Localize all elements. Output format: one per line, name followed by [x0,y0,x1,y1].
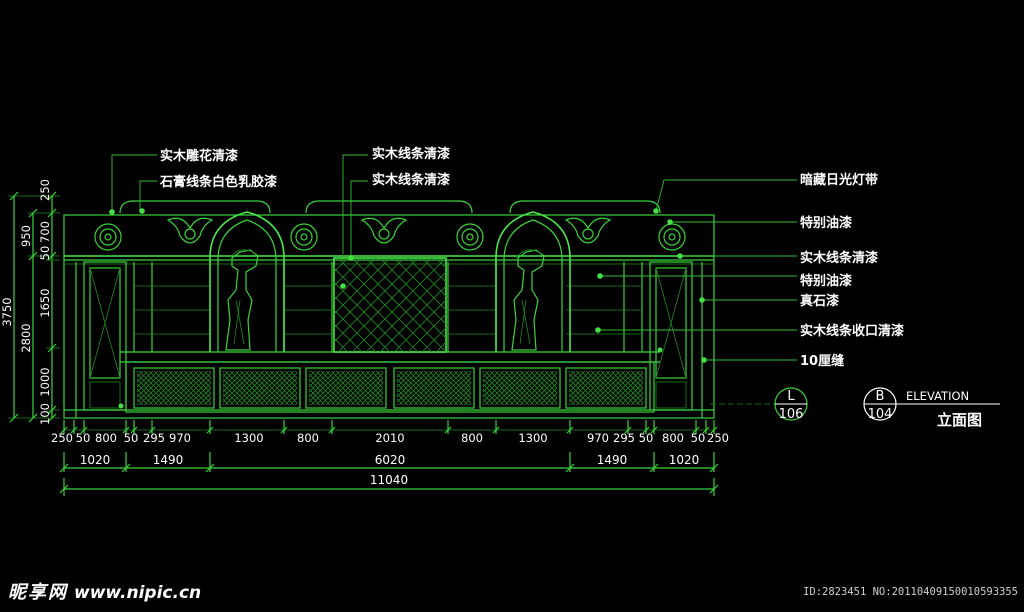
vdim-700: 700 [38,221,52,243]
frieze-ornaments [94,217,686,251]
dim-row1-label: 970 [587,431,609,445]
vdim-1000: 1000 [38,367,52,396]
center-lattice-panel [333,257,447,353]
cabinet-panel [565,367,647,409]
label-wood-strip-2: 实木线条清漆 [372,172,450,188]
dim-row1-label: 800 [461,431,483,445]
vdim-100: 100 [38,403,52,425]
vdim-2800: 2800 [19,323,33,352]
label-plaster-molding: 石膏线条白色乳胶漆 [159,174,277,190]
dim-row1-label: 250 [51,431,73,445]
arched-niche-right [495,211,571,352]
dim-row2-label: 1020 [669,453,700,467]
vdim-50: 50 [38,246,52,261]
annotation-labels: 实木雕花清漆 石膏线条白色乳胶漆 实木线条清漆 实木线条清漆 暗藏日光灯带 特别… [159,146,904,369]
label-edge-strip: 实木线条收口清漆 [800,323,904,339]
dim-row1-label: 800 [95,431,117,445]
cabinet-panel [393,367,475,409]
dim-row2-label: 1490 [153,453,184,467]
label-wood-strip-3: 实木线条清漆 [800,250,878,266]
leader-lines [109,154,797,409]
lower-cabinet-panels [125,361,655,413]
cabinet-panel [305,367,387,409]
elevation-letter: B [876,389,885,404]
cabinet-panel [219,367,301,409]
dim-row1-label: 800 [297,431,319,445]
dim-row1-label: 50 [639,431,654,445]
dim-row1-label: 1300 [518,431,547,445]
image-id-text: ID:2823451 NO:20110409150010593355 [803,586,1018,598]
cabinet-panel [133,367,215,409]
label-special-paint-1: 特别油漆 [800,215,852,231]
elevation-frame [63,200,715,419]
dim-row1-label: 2010 [375,431,404,445]
dim-row1-label: 1300 [234,431,263,445]
dimension-row-2: 1020 1490 6020 1490 1020 [59,452,719,473]
watermark-brand: 昵享网 [8,582,68,603]
dim-row1-label: 295 [613,431,635,445]
label-carved-wood: 实木雕花清漆 [160,148,238,164]
watermark: 昵享网 www.nipic.cn [8,578,201,604]
dim-row1-label: 800 [662,431,684,445]
label-stone-paint: 真石漆 [800,293,839,309]
dim-row2-label: 1490 [597,453,628,467]
label-gap: 10厘缝 [800,353,844,369]
vdim-1650: 1650 [38,288,52,317]
dim-row1-label: 295 [143,431,165,445]
dim-row1-label: 970 [169,431,191,445]
dim-row2-label: 1020 [80,453,111,467]
vdim-250: 250 [38,179,52,201]
arched-niche-left [209,211,285,352]
elevation-label-en: ELEVATION [906,389,969,403]
section-marker: L 106 [710,387,808,422]
vertical-dimensions: 3750 950 2800 250 700 50 1650 1000 100 [0,179,60,425]
watermark-url: www.nipic.cn [74,583,202,603]
label-hidden-light: 暗藏日光灯带 [800,172,878,188]
vdim-950: 950 [19,225,33,247]
dim-row1-label: 250 [707,431,729,445]
vdim-outer: 3750 [0,297,14,326]
dim-row1-label: 50 [124,431,139,445]
section-letter: L [787,389,795,404]
dim-row1-label: 50 [691,431,706,445]
elevation-label-cn: 立面图 [937,411,982,429]
dim-row2-label: 6020 [375,453,406,467]
elevation-number: 104 [868,407,893,422]
dim-row1-label: 50 [76,431,91,445]
dimension-row-3: 11040 [59,473,719,496]
label-wood-strip-1: 实木线条清漆 [372,146,450,162]
label-special-paint-2: 特别油漆 [800,273,852,289]
section-number: 106 [779,407,804,422]
elevation-marker: B 104 ELEVATION 立面图 [863,387,1000,429]
dim-total: 11040 [370,473,408,487]
cabinet-panel [479,367,561,409]
